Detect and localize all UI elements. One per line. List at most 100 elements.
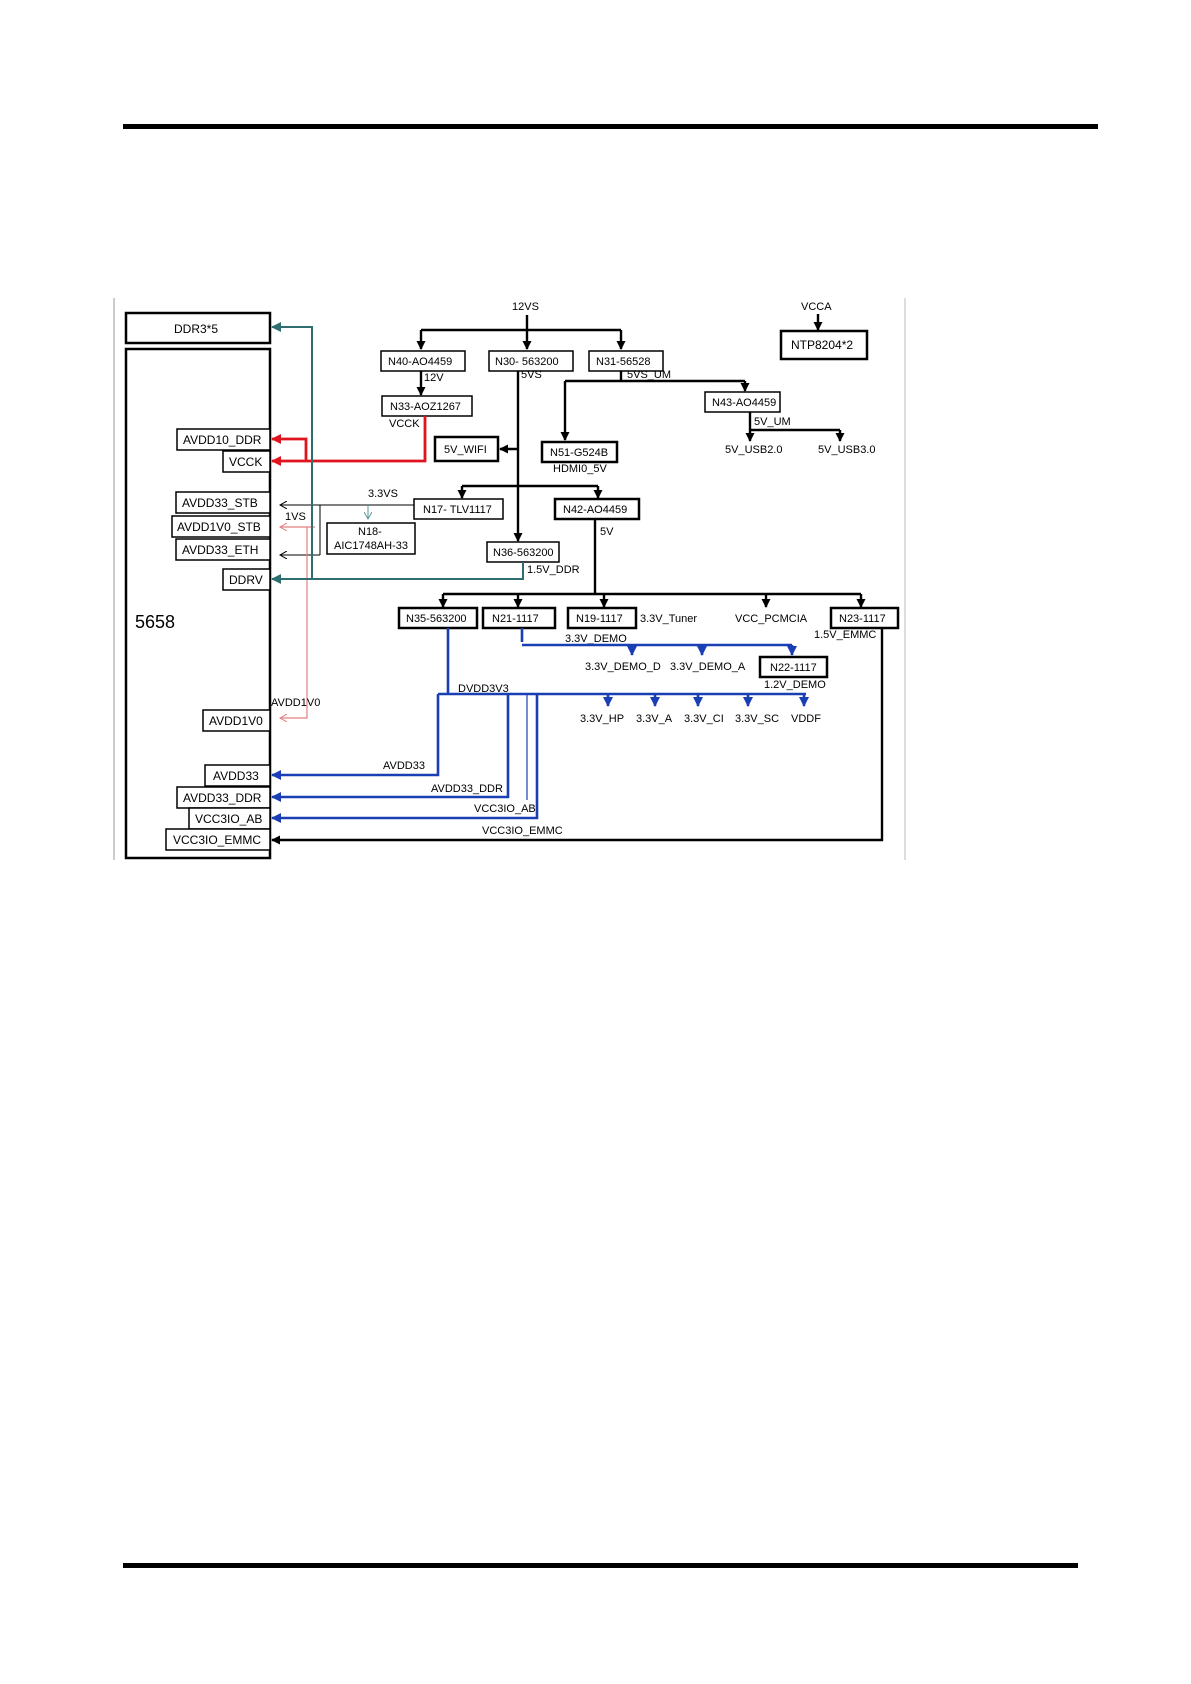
- wire-avdd33-ddr: [271, 694, 510, 802]
- amp-ntp8204-label: NTP8204*2: [791, 338, 853, 352]
- wire-avdd1v0: [280, 527, 308, 718]
- net-demo12-label: 1.2V_DEMO: [764, 679, 826, 691]
- bottom-rule: [123, 1563, 1078, 1568]
- net-a33-label: 3.3V_A: [636, 713, 673, 725]
- net-demo-d-label: 3.3V_DEMO_D: [585, 661, 661, 673]
- reg-n35-label: N35-563200: [406, 613, 467, 625]
- pin-vcc3io-ab-label: VCC3IO_AB: [195, 812, 262, 826]
- wire-vcc3io-ab: [271, 694, 539, 823]
- pin-avdd33: [204, 764, 271, 787]
- net-ci-label: 3.3V_CI: [684, 713, 724, 725]
- net-usb30-label: 5V_USB3.0: [818, 444, 875, 456]
- wire-avdd10-ddr: [271, 434, 308, 461]
- net-vcca-label: VCCA: [801, 301, 832, 313]
- wire-vcc3io-emmc: [271, 628, 884, 845]
- pin-vcck: [222, 450, 271, 473]
- pin-avdd33-stb: [175, 491, 271, 514]
- pin-avdd1v0-stb-label: AVDD1V0_STB: [177, 520, 261, 534]
- net-5vs-um-label: 5VS_UM: [627, 369, 671, 381]
- reg-n22-label: N22-1117: [770, 662, 817, 674]
- wire-vcck: [271, 416, 427, 466]
- net-12v-label: 12V: [424, 372, 444, 384]
- reg-n40: [380, 350, 466, 372]
- net-pcmcia-label: VCC_PCMCIA: [735, 613, 808, 625]
- net-sc-label: 3.3V_SC: [735, 713, 779, 725]
- reg-n23-label: N23-1117: [839, 613, 886, 625]
- pin-avdd33-stb-label: AVDD33_STB: [182, 496, 258, 510]
- net-tuner-label: 3.3V_Tuner: [640, 613, 697, 625]
- net-vddf-label: VDDF: [791, 713, 821, 725]
- reg-n22: [758, 655, 829, 679]
- reg-n33-label: N33-AOZ1267: [390, 401, 461, 413]
- net-12vs-label: 12VS: [512, 301, 539, 313]
- reg-n35: [397, 606, 479, 630]
- net-vcc3io-ab-label: VCC3IO_AB: [474, 803, 536, 815]
- pin-vcck-label: VCCK: [229, 455, 262, 469]
- wire-avdd33: [271, 694, 440, 780]
- net-avdd33-ddr-label: AVDD33_DDR: [431, 783, 503, 795]
- reg-n42-label: N42-AO4459: [563, 504, 627, 516]
- pin-avdd1v0-label: AVDD1V0: [209, 714, 263, 728]
- pin-avdd33-ddr-label: AVDD33_DDR: [183, 791, 262, 805]
- reg-n43: [704, 391, 781, 413]
- reg-n21: [481, 606, 557, 630]
- reg-n19-label: N19-1117: [576, 613, 623, 625]
- pin-avdd1v0-stb: [171, 515, 271, 538]
- amp-ntp8204: [779, 329, 869, 361]
- reg-n40-label: N40-AO4459: [388, 356, 452, 368]
- net-hp-label: 3.3V_HP: [580, 713, 624, 725]
- net-3v3vs-label: 3.3VS: [368, 488, 398, 500]
- load-5v-wifi: [433, 435, 500, 463]
- net-1vs-label: 1VS: [285, 511, 306, 523]
- reg-n36-label: N36-563200: [493, 547, 554, 559]
- reg-n51: [540, 440, 619, 464]
- net-5vs-label: 5VS: [521, 369, 542, 381]
- reg-n42: [553, 497, 641, 521]
- load-5v-wifi-label: 5V_WIFI: [444, 444, 487, 456]
- reg-n19: [566, 606, 638, 630]
- net-emmc15-label: 1.5V_EMMC: [814, 629, 876, 641]
- pin-avdd10-ddr: [176, 428, 271, 451]
- net-usb20-label: 5V_USB2.0: [725, 444, 782, 456]
- net-dvdd3v3-label: DVDD3V3: [458, 683, 509, 695]
- reg-n17-label: N17- TLV1117: [423, 504, 492, 516]
- net-demo33-label: 3.3V_DEMO: [565, 633, 627, 645]
- reg-n30-label: N30- 563200: [495, 356, 559, 368]
- pin-vcc3io-emmc: [165, 828, 271, 851]
- reg-n43-label: N43-AO4459: [712, 397, 776, 409]
- reg-n18-label1: N18-: [358, 526, 382, 538]
- pin-avdd33-eth-label: AVDD33_ETH: [182, 543, 258, 557]
- reg-n33: [381, 395, 473, 417]
- pin-ddrv-label: DDRV: [229, 573, 263, 587]
- wire-ddrv: [271, 562, 524, 584]
- reg-n30: [488, 350, 574, 372]
- pin-avdd10-ddr-label: AVDD10_DDR: [183, 433, 262, 447]
- top-rule: [123, 124, 1098, 129]
- net-hdmi-label: HDMI0_5V: [553, 463, 607, 475]
- pin-avdd33-eth: [175, 538, 271, 561]
- reg-n18-label2: AIC1748AH-33: [334, 540, 408, 552]
- reg-n23: [829, 606, 900, 630]
- reg-n31-label: N31-56528: [596, 356, 650, 368]
- net-avdd33-label: AVDD33: [383, 760, 425, 772]
- net-5v-label: 5V: [600, 526, 614, 538]
- net-ddr15-label: 1.5V_DDR: [527, 564, 580, 576]
- pin-ddrv: [222, 568, 271, 591]
- reg-n17: [413, 498, 504, 520]
- net-vcc3io-emmc-label: VCC3IO_EMMC: [482, 825, 563, 837]
- reg-n51-label: N51-G524B: [550, 447, 608, 459]
- net-vcck-label: VCCK: [389, 418, 420, 430]
- soc-chip-label: 5658: [135, 612, 175, 632]
- reg-n21-label: N21-1117: [492, 613, 539, 625]
- ddr3-block: [124, 311, 272, 345]
- wire-ddr3: [271, 322, 313, 579]
- pin-avdd33-label: AVDD33: [213, 769, 259, 783]
- reg-n31: [588, 350, 664, 372]
- net-avdd1v0-label: AVDD1V0: [271, 697, 320, 709]
- pin-avdd1v0: [202, 709, 271, 732]
- reg-n18: [326, 522, 416, 555]
- net-5v-um-label: 5V_UM: [754, 416, 791, 428]
- pin-vcc3io-emmc-label: VCC3IO_EMMC: [173, 833, 261, 847]
- net-demo-a-label: 3.3V_DEMO_A: [670, 661, 746, 673]
